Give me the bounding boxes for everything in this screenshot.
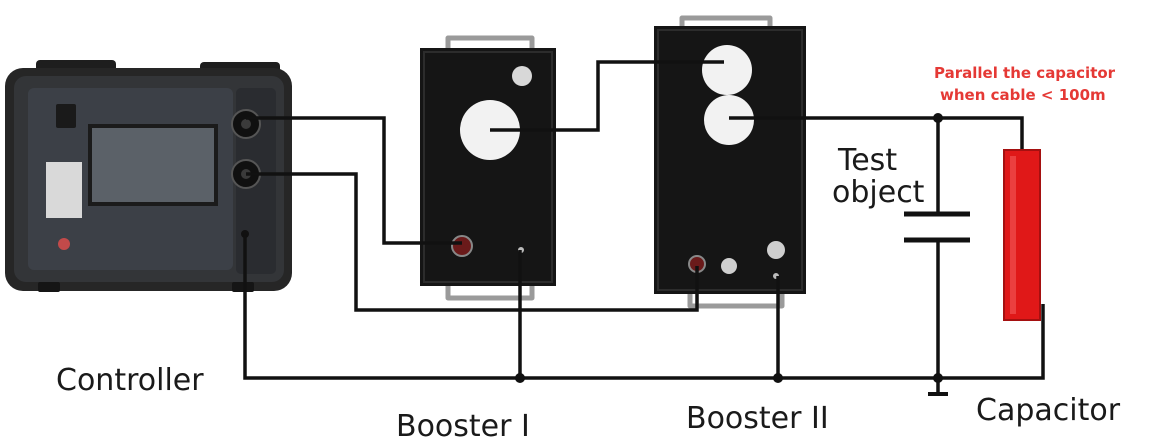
booster-2-knob [721, 258, 737, 274]
test-object-label-line1: Test [837, 143, 897, 178]
booster-1-small-terminal [512, 66, 532, 86]
capacitor-note-line1: Parallel the capacitor [934, 64, 1116, 82]
booster-1-device [420, 35, 556, 301]
external-capacitor [1003, 149, 1041, 321]
capacitor-label: Capacitor [976, 393, 1121, 428]
booster-1-input-socket [451, 235, 473, 257]
controller-label: Controller [56, 363, 204, 398]
booster-2-input-terminal [702, 45, 752, 95]
booster-2-device [654, 15, 806, 309]
wire-hv-output [729, 116, 1024, 150]
wires [243, 60, 1045, 396]
booster-2-label: Booster II [686, 401, 829, 436]
controller-label-plate [46, 162, 82, 218]
wire-controller-to-booster-2 [246, 172, 699, 312]
power-switch [56, 104, 76, 128]
test-object-label-line2: object [832, 175, 925, 210]
wire-booster-1-to-booster-2 [490, 60, 724, 132]
wire-ground-bus [243, 234, 1045, 380]
controller-device [5, 60, 292, 292]
wire-controller-to-booster-1 [246, 116, 462, 245]
test-object-capacitor-symbol [904, 211, 970, 243]
booster-2-small-terminal [767, 241, 785, 259]
capacitor-note-line2: when cable < 100m [940, 86, 1106, 104]
junction-dots [515, 113, 943, 383]
booster-2-hv-output-terminal [704, 95, 754, 145]
booster-1-label: Booster I [396, 409, 530, 444]
indicator-light [58, 238, 70, 250]
controller-display-screen [88, 124, 218, 206]
